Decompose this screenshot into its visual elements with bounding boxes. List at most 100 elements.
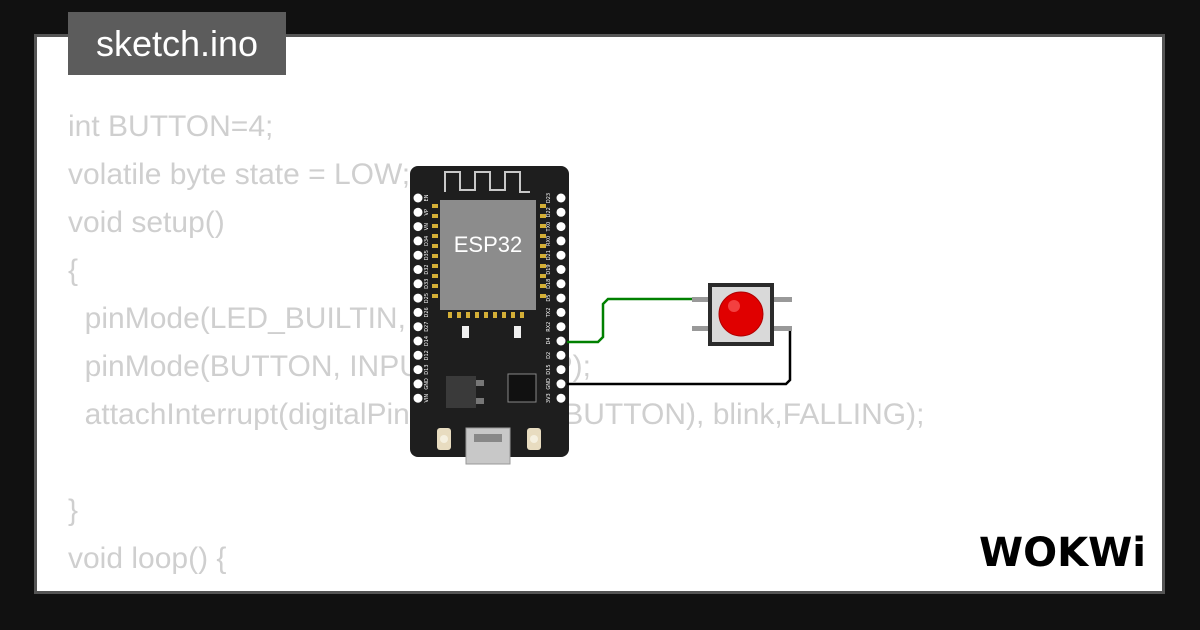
regulator-tab [476,398,484,404]
pin-label: D27 [424,322,430,332]
pin-label: D15 [546,364,552,374]
pin-label: 3V3 [546,393,552,403]
pin-hole[interactable] [413,236,423,246]
smd-component [462,326,469,338]
chip-pad [493,312,497,318]
code-line: } [68,494,79,527]
pushbutton-leg [692,326,710,331]
smd-component [514,326,521,338]
pin-hole[interactable] [556,293,566,303]
wire-green [567,297,708,344]
code-line: digitalWrite(LED_BUILTIN, state); [68,583,924,591]
pin-hole[interactable] [556,193,566,203]
pin-hole[interactable] [556,307,566,317]
pin-label: VN [424,223,430,230]
chip-pad [432,234,438,238]
pin-hole[interactable] [413,350,423,360]
regulator-tab [476,380,484,386]
pin-hole[interactable] [556,393,566,403]
code-line: void loop() { [68,542,227,575]
en-button-cap [530,435,538,443]
pin-label: D18 [546,279,552,289]
right-pin-header: D23D22TX0RX0D21D19D18D5TX2RX2D4D2D15GND3… [546,193,566,403]
pin-label: D35 [424,250,430,260]
chip-pad [540,234,546,238]
pin-label: D26 [424,307,430,317]
pin-hole[interactable] [413,250,423,260]
pin-hole[interactable] [413,265,423,274]
pin-label: VP [424,209,430,215]
chip-pad [540,254,546,258]
pin-hole[interactable] [556,336,566,346]
pin-hole[interactable] [556,279,566,289]
chip-pad [540,294,546,298]
file-tab[interactable]: sketch.ino [68,12,286,75]
pin-hole[interactable] [413,307,423,317]
pin-label: EN [424,194,430,201]
pushbutton[interactable] [692,283,792,346]
pushbutton-leg [692,297,710,302]
pin-label: D32 [424,264,430,274]
pin-label: D13 [424,364,430,374]
pin-hole[interactable] [556,250,566,260]
usb-connector [465,427,511,465]
pin-label: D25 [424,293,430,303]
pin-label: D14 [424,336,430,346]
pin-label: TX0 [546,222,552,233]
pin-hole[interactable] [556,222,566,232]
pin-hole[interactable] [556,265,566,274]
pin-hole[interactable] [556,236,566,246]
pushbutton-cap[interactable] [718,291,764,337]
chip-pad [540,274,546,278]
preview-canvas: int BUTTON=4; volatile byte state = LOW; v… [34,34,1165,594]
chip-pads [432,204,546,338]
code-line: attachInterrupt(digitalPinToInterrupt(BU… [84,398,925,431]
usb-port-slot [474,434,502,442]
pin-hole[interactable] [556,207,566,217]
chip-pad [540,204,546,208]
esp32-board[interactable]: ESP32 ENVPVND34D35D32D33D25D26D27D14D12D… [410,166,569,465]
chip-pad [432,244,438,248]
chip-pad [432,264,438,268]
pin-hole[interactable] [556,350,566,360]
wokwi-logo-text: WOKWi [979,530,1146,576]
pin-hole[interactable] [413,193,423,203]
pin-hole[interactable] [413,222,423,232]
pin-hole[interactable] [556,322,566,332]
pin-hole[interactable] [413,379,423,389]
chip-pad [432,274,438,278]
chip-pad [457,312,461,318]
pin-label: D19 [546,264,552,274]
chip-pad [540,284,546,288]
chip-pad [432,284,438,288]
chip-pad [540,214,546,218]
pin-hole[interactable] [556,365,566,375]
chip-pad [432,224,438,228]
pin-hole[interactable] [413,393,423,403]
regulator-chip [446,376,476,408]
pin-label: GND [424,378,430,390]
code-line: volatile byte state = LOW; [68,158,411,191]
pin-hole[interactable] [413,279,423,289]
pin-hole[interactable] [413,322,423,332]
pin-hole[interactable] [413,293,423,303]
pin-label: GND [546,378,552,390]
chip-pad [475,312,479,318]
code-line: void setup() [68,206,225,239]
pin-label: RX2 [546,322,552,332]
pin-hole[interactable] [413,207,423,217]
chip-pad [448,312,452,318]
pin-hole[interactable] [556,379,566,389]
pin-label: D2 [546,352,552,359]
wokwi-logo: WOKWi [979,530,1146,576]
pin-label: D23 [546,193,552,203]
chip-pad [466,312,470,318]
pushbutton-leg [772,326,792,331]
pin-hole[interactable] [413,336,423,346]
chip-pad [540,244,546,248]
pin-label: D12 [424,350,430,360]
chip-pad [484,312,488,318]
pin-hole[interactable] [413,365,423,375]
code-line: int BUTTON=4; [68,110,274,143]
